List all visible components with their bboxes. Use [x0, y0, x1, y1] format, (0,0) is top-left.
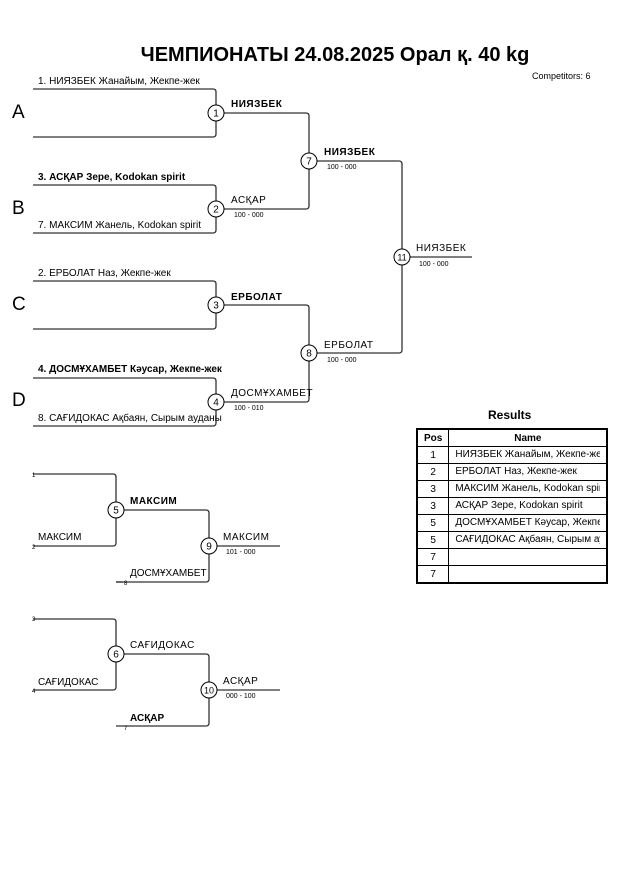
results-row: 5 САҒИДОКАС Ақбаян, Сырым ауданы — [416, 531, 608, 549]
match-10-circle — [200, 681, 218, 699]
rep2-seed-third: 7 — [124, 726, 128, 732]
final-lines — [309, 160, 403, 354]
match-2-number: 2 — [213, 205, 219, 216]
match-8-winner: ЕРБОЛАТ — [324, 340, 374, 351]
match-5-number: 5 — [113, 506, 119, 517]
pool-letter-a: A — [12, 102, 25, 123]
entry-pool-b-top: 3. АСҚАР Зере, Kodokan spirit — [38, 172, 186, 183]
rep2-entry-third: АСҚАР — [130, 713, 165, 724]
result-name: САҒИДОКАС Ақбаян, Сырым ауданы — [455, 534, 600, 546]
result-pos: 3 — [416, 480, 450, 498]
results-row: 1 НИЯЗБЕК Жанайым, Жекпе-жек — [416, 446, 608, 464]
pool-letter-c: C — [12, 294, 26, 315]
match-7-score: 100 - 000 — [327, 164, 357, 171]
final-winner: НИЯЗБЕК — [416, 243, 467, 254]
pool-letter-d: D — [12, 390, 26, 411]
results-row: 7 — [416, 565, 608, 584]
results-row: 3 МАКСИМ Жанель, Kodokan spirit — [416, 480, 608, 498]
match-5-circle — [107, 501, 125, 519]
match-8-number: 8 — [306, 349, 312, 360]
match-3-number: 3 — [213, 301, 219, 312]
match-10-winner: АСҚАР — [223, 676, 259, 687]
results-title: Results — [488, 408, 532, 422]
results-header-row: Pos Name — [416, 428, 608, 447]
match-1-circle — [207, 104, 225, 122]
rep1-entry-third: ДОСМҰХАМБЕТ — [130, 568, 207, 579]
entry-pool-d-bottom: 8. САҒИДОКАС Ақбаян, Сырым ауданы — [38, 413, 222, 424]
match-2-circle — [207, 200, 225, 218]
pool-letter-b: B — [12, 198, 25, 219]
match-9-number: 9 — [206, 542, 212, 553]
match-2-winner: АСҚАР — [231, 195, 267, 206]
results-header-name: Name — [448, 428, 608, 447]
match-4-number: 4 — [213, 398, 219, 409]
match-7-number: 7 — [306, 157, 312, 168]
match-2-score: 100 - 000 — [234, 212, 264, 219]
result-name: МАКСИМ Жанель, Kodokan spirit — [455, 483, 601, 495]
results-row: 7 — [416, 548, 608, 566]
result-pos: 1 — [416, 446, 450, 464]
match-9-circle — [200, 537, 218, 555]
match-4-circle — [207, 393, 225, 411]
match-8-circle — [300, 344, 318, 362]
result-name: АСҚАР Зере, Kodokan spirit — [455, 500, 583, 512]
rep2-seed-top: 3 — [32, 617, 36, 623]
results-header-pos: Pos — [416, 428, 450, 447]
results-table: Pos Name 1 НИЯЗБЕК Жанайым, Жекпе-жек 2 ЕР… — [416, 428, 609, 584]
rep1-seed-bottom: 2 — [32, 545, 36, 551]
match-6-circle — [107, 645, 125, 663]
rep1-seed-top: 1 — [32, 473, 36, 479]
match-9-score: 101 - 000 — [226, 549, 256, 556]
match-1-number: 1 — [213, 109, 219, 120]
rep2-seed-bottom: 4 — [32, 689, 36, 695]
match-4-score: 100 - 010 — [234, 405, 264, 412]
match-1-winner: НИЯЗБЕК — [231, 99, 283, 110]
rep1-seed-third: 8 — [124, 581, 128, 587]
result-pos: 5 — [416, 514, 450, 532]
match-7-winner: НИЯЗБЕК — [324, 147, 376, 158]
page-title: ЧЕМПИОНАТЫ 24.08.2025 Орал қ. 40 kg — [140, 44, 530, 66]
match-11-circle — [393, 248, 411, 266]
pool-a-lines — [33, 88, 217, 138]
match-3-circle — [207, 296, 225, 314]
result-name: ЕРБОЛАТ Наз, Жекпе-жек — [455, 466, 577, 478]
entry-pool-c-top: 2. ЕРБОЛАТ Наз, Жекпе-жек — [38, 268, 171, 279]
entry-pool-a-top: 1. НИЯЗБЕК Жанайым, Жекпе-жек — [38, 76, 200, 87]
rep2-entry-bottom: САҒИДОКАС — [38, 677, 99, 688]
final-score: 100 - 000 — [419, 261, 449, 268]
rep1-entry-bottom: МАКСИМ — [38, 532, 82, 543]
entry-pool-b-bottom: 7. МАКСИМ Жанель, Kodokan spirit — [38, 220, 201, 231]
match-6-number: 6 — [113, 650, 119, 661]
competitors-count: Competitors: 6 — [532, 71, 591, 81]
result-pos: 5 — [416, 531, 450, 549]
match-10-number: 10 — [204, 686, 214, 696]
results-row: 3 АСҚАР Зере, Kodokan spirit — [416, 497, 608, 515]
entry-pool-d-top: 4. ДОСМҰХАМБЕТ Кәусар, Жекпе-жек — [38, 364, 222, 375]
result-name: ДОСМҰХАМБЕТ Кәусар, Жекпе-жек — [455, 517, 601, 529]
result-pos: 7 — [416, 548, 450, 566]
match-8-score: 100 - 000 — [327, 357, 357, 364]
match-7-circle — [300, 152, 318, 170]
match-3-winner: ЕРБОЛАТ — [231, 292, 283, 303]
result-pos: 3 — [416, 497, 450, 515]
results-row: 5 ДОСМҰХАМБЕТ Кәусар, Жекпе-жек — [416, 514, 608, 532]
match-11-number: 11 — [397, 253, 406, 263]
result-name: НИЯЗБЕК Жанайым, Жекпе-жек — [455, 449, 601, 461]
results-row: 2 ЕРБОЛАТ Наз, Жекпе-жек — [416, 463, 608, 481]
match-9-winner: МАКСИМ — [223, 532, 270, 543]
match-4-winner: ДОСМҰХАМБЕТ — [231, 388, 314, 399]
result-pos: 7 — [416, 565, 450, 584]
pool-c-lines — [33, 280, 217, 330]
match-10-score: 000 - 100 — [226, 693, 256, 700]
match-5-winner: МАКСИМ — [130, 496, 178, 507]
result-pos: 2 — [416, 463, 450, 481]
match-6-winner: САҒИДОКАС — [130, 640, 195, 651]
